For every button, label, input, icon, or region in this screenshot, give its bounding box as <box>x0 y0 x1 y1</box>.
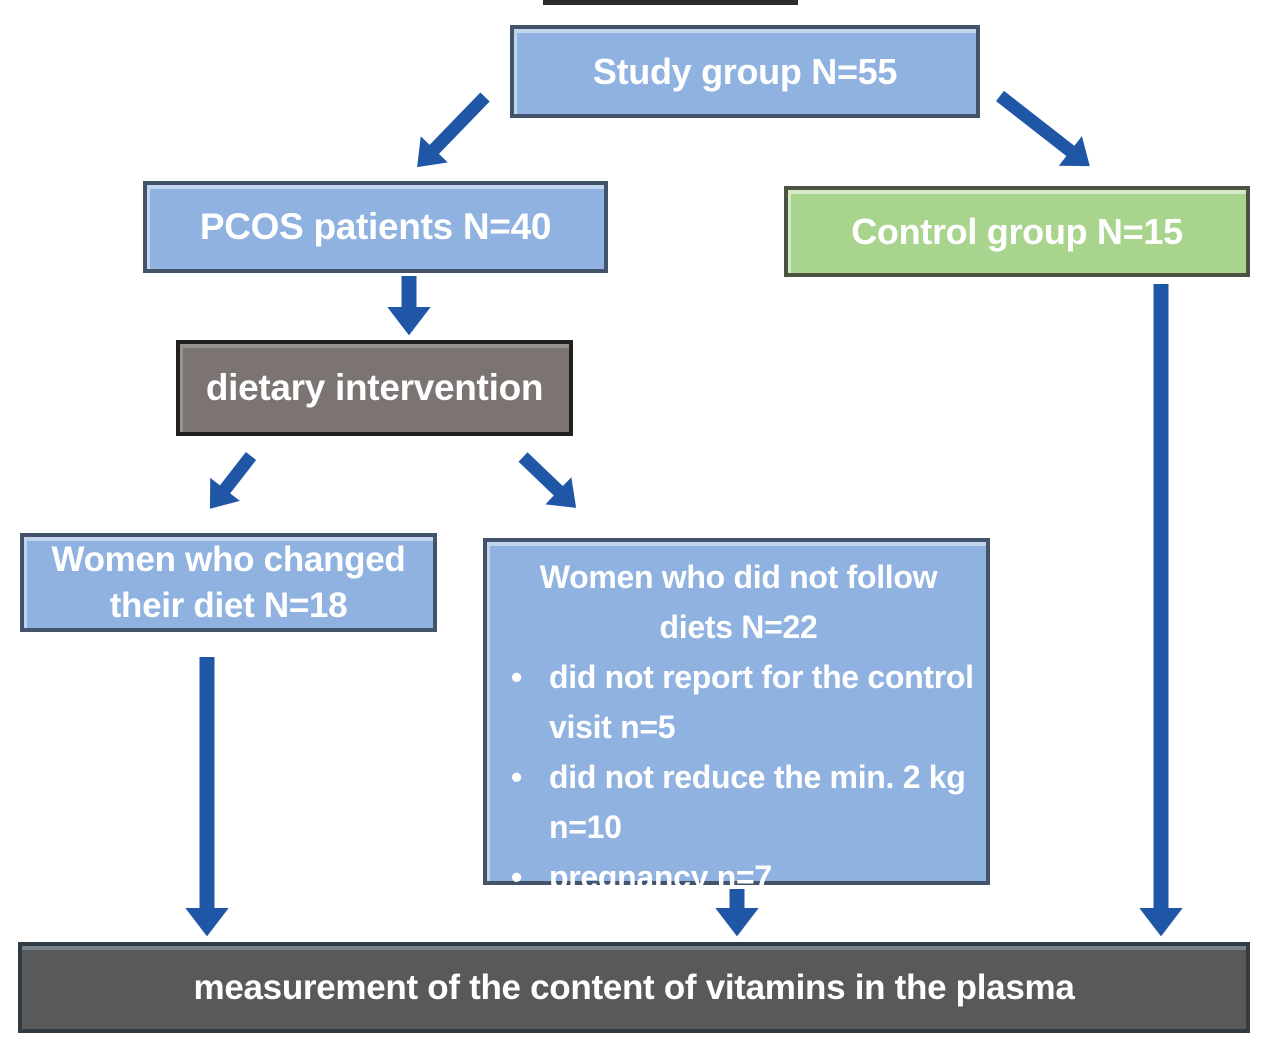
arrow-study-to-pcos <box>417 92 490 168</box>
list-item: did not report for the control visit n=5 <box>501 652 976 752</box>
list-item-text: did not reduce the min. 2 kg n=10 <box>549 759 966 845</box>
diet-not-followed-reasons: did not report for the control visit n=5… <box>501 652 976 902</box>
arrow-dietary-to-changed <box>209 452 257 509</box>
node-dietary-intervention-label: dietary intervention <box>205 367 544 408</box>
node-study-group: Study group N=55 <box>510 25 980 118</box>
arrow-study-to-control <box>996 90 1090 167</box>
node-measurement: measurement of the content of vitamins i… <box>18 942 1250 1033</box>
list-item: pregnancy n=7 <box>501 852 976 902</box>
list-item-text: did not report for the control visit n=5 <box>549 659 974 745</box>
node-diet-not-followed-title: Women who did not follow diets N=22 <box>539 559 938 645</box>
node-diet-changed-label: Women who changed their diet N=18 <box>51 539 406 625</box>
node-measurement-label: measurement of the content of vitamins i… <box>193 967 1075 1007</box>
arrow-dietary-to-notfollow <box>518 452 577 508</box>
node-study-group-label: Study group N=55 <box>592 50 898 92</box>
node-control-group-label: Control group N=15 <box>851 210 1183 252</box>
list-item: did not reduce the min. 2 kg n=10 <box>501 752 976 852</box>
node-diet-not-followed: Women who did not follow diets N=22 did … <box>483 538 990 902</box>
node-control-group: Control group N=15 <box>784 186 1250 277</box>
node-dietary-intervention: dietary intervention <box>176 340 573 436</box>
list-item-text: pregnancy n=7 <box>549 859 772 895</box>
node-pcos-patients-label: PCOS patients N=40 <box>199 206 552 247</box>
node-diet-changed: Women who changed their diet N=18 <box>20 533 437 632</box>
top-crop-line <box>543 0 798 5</box>
node-pcos-patients: PCOS patients N=40 <box>143 181 608 273</box>
